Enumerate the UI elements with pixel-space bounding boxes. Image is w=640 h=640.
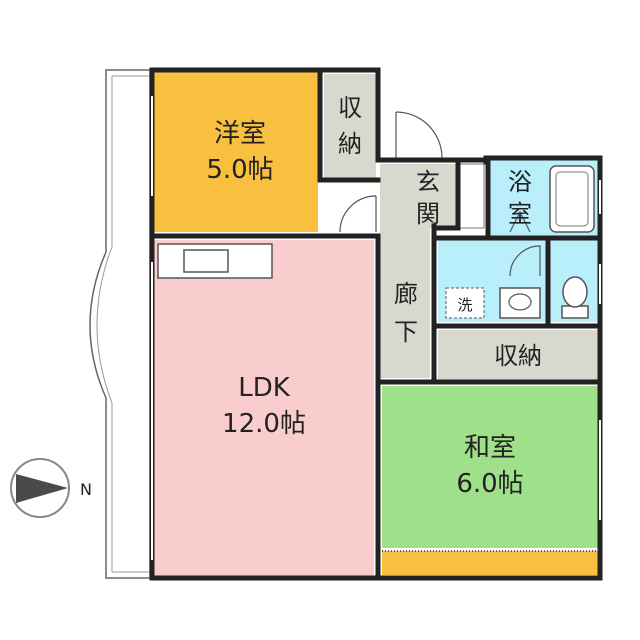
walls [149, 67, 603, 581]
tatami-edge-strip [382, 551, 598, 575]
western-room-name: 洋室 [214, 119, 266, 149]
japanese-room-name: 和室 [464, 433, 516, 463]
bath-label-1: 浴 [508, 168, 532, 196]
window-marks [151, 96, 601, 560]
closet-western [324, 74, 376, 178]
closet-japanese [438, 330, 598, 380]
hallway-label-2: 下 [394, 318, 418, 346]
bath-label-2: 室 [508, 200, 532, 228]
japanese-room [382, 386, 598, 548]
closet-japanese-label: 収納 [494, 342, 542, 370]
entrance-label-2: 関 [416, 200, 440, 228]
bathtub [549, 165, 595, 233]
compass: N [10, 458, 92, 518]
ldk-size: 12.0帖 [222, 409, 306, 439]
washer-space [445, 287, 485, 319]
hallway [380, 228, 430, 378]
entrance-step [457, 163, 485, 229]
kitchen-sink [183, 249, 229, 273]
compass-needle-icon [16, 474, 68, 503]
door-swing-western [339, 195, 377, 233]
balcony-inner-line [96, 75, 150, 573]
closet-western-label-1: 収 [338, 94, 362, 122]
western-room-size: 5.0帖 [206, 155, 273, 185]
door-swing-washroom [509, 245, 541, 277]
washer-label: 洗 [457, 296, 472, 314]
ldk-room [154, 240, 374, 576]
western-room [154, 72, 318, 232]
basin-bowl [508, 293, 532, 311]
compass-north-label: N [80, 480, 92, 499]
toilet-bowl [562, 276, 588, 308]
balcony [89, 69, 151, 579]
entrance-label-1: 玄 [416, 168, 440, 196]
ldk-name: LDK [238, 373, 291, 403]
entrance-area [380, 164, 456, 228]
door-swing-bath [509, 210, 531, 233]
japanese-room-size: 6.0帖 [456, 469, 523, 499]
closet-western-label-2: 納 [338, 130, 362, 158]
bathtub-inner [555, 171, 589, 227]
toilet-tank [561, 305, 589, 319]
hallway-label-1: 廊 [394, 280, 418, 308]
door-swing-entrance [395, 111, 443, 159]
